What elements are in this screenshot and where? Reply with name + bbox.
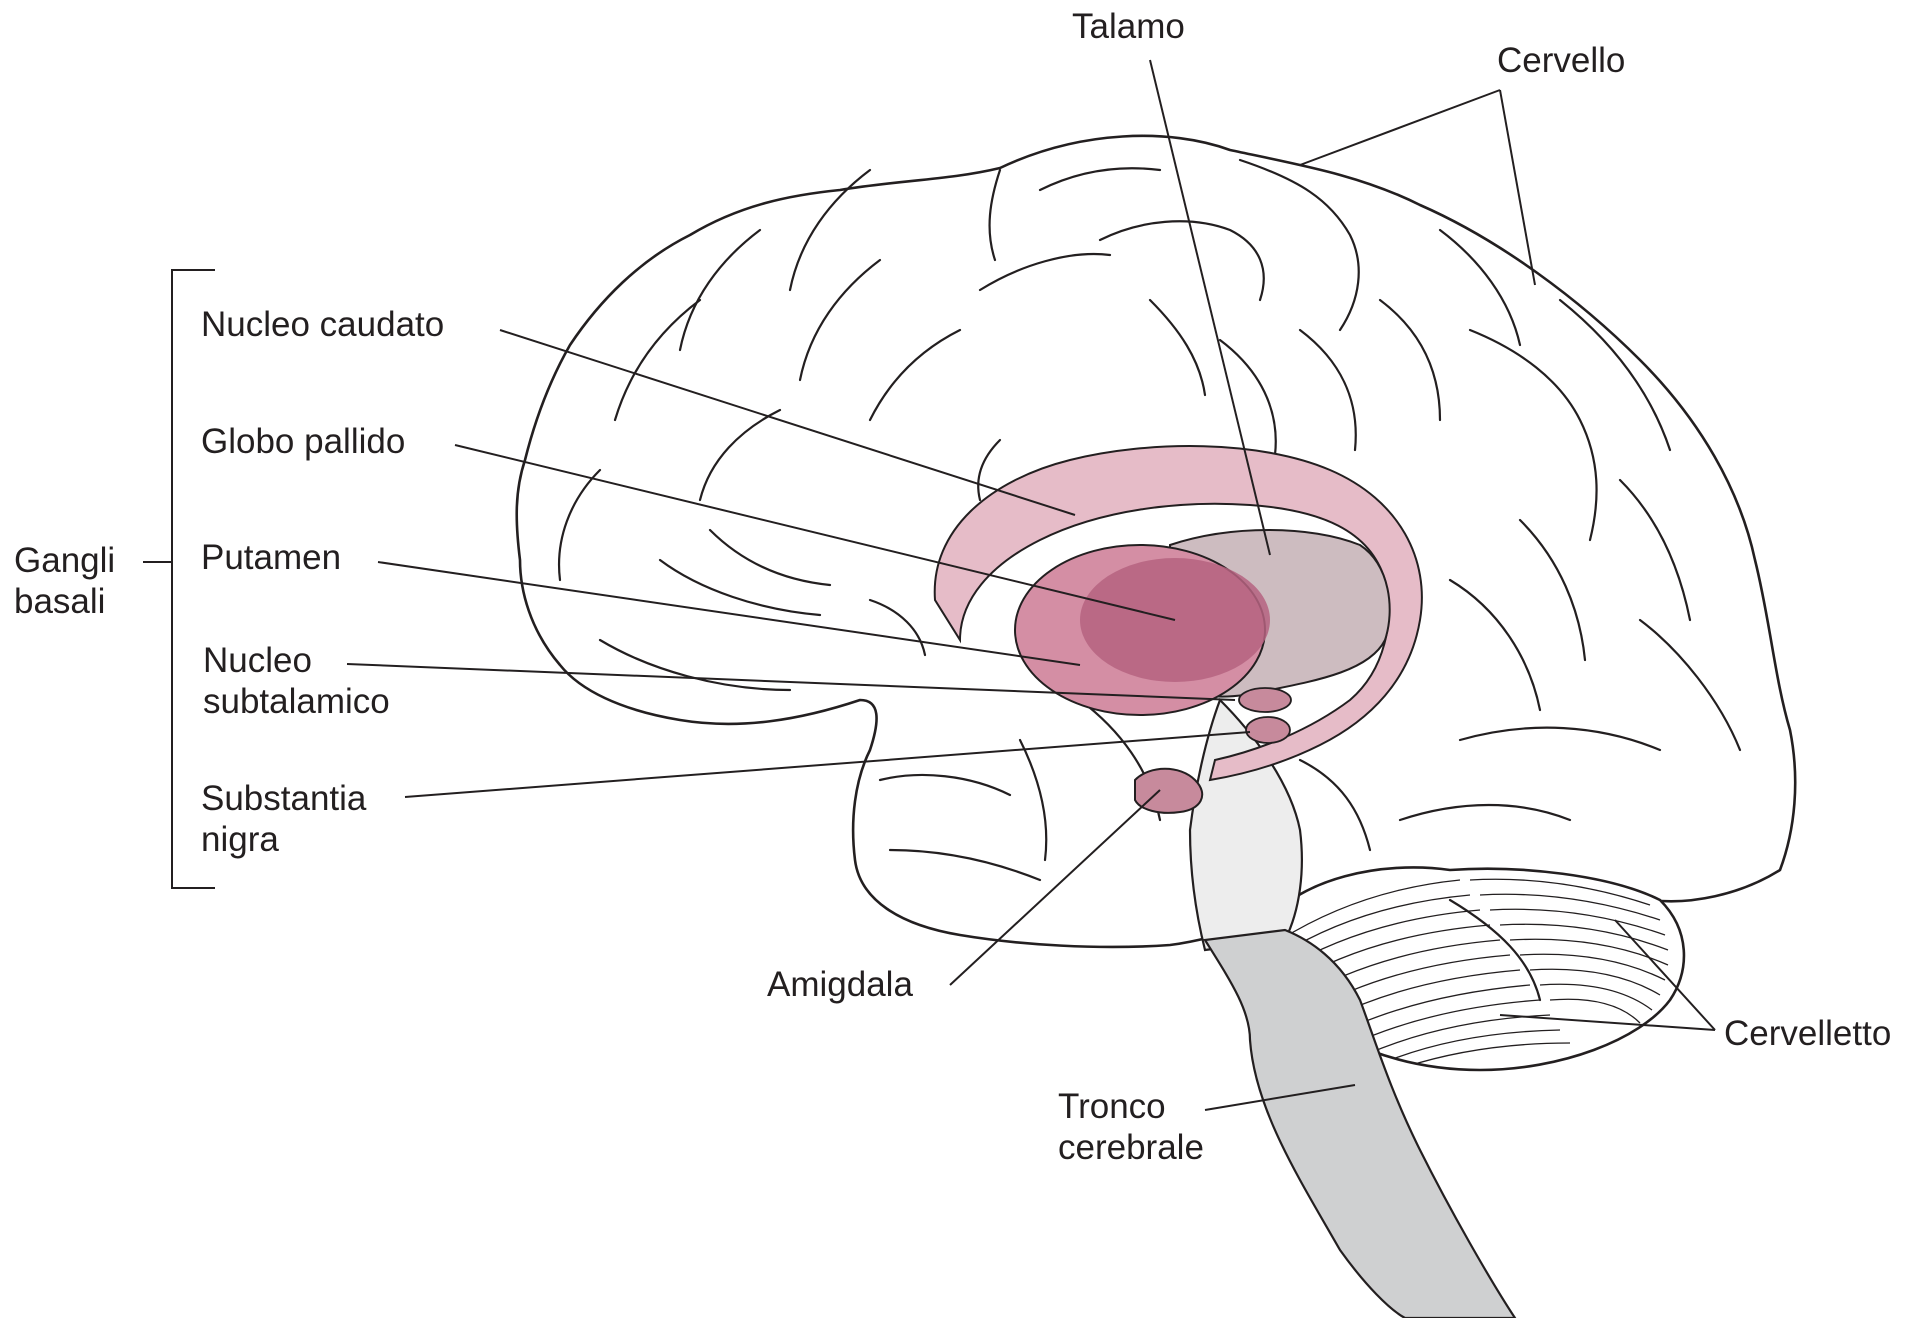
label-cervello: Cervello	[1497, 41, 1625, 80]
substantia-nigra	[1245, 716, 1291, 744]
label-amigdala: Amigdala	[767, 965, 913, 1004]
label-cervelletto: Cervelletto	[1724, 1014, 1891, 1053]
label-nucleo-subtalamico-2: subtalamico	[203, 682, 390, 721]
label-nucleo-subtalamico-1: Nucleo	[203, 641, 312, 680]
subthalamic-nucleus	[1238, 687, 1292, 713]
caudate-nucleus	[933, 445, 1423, 782]
cerebrum-outline	[515, 134, 1797, 949]
label-putamen: Putamen	[201, 538, 341, 577]
gangli-basali-bracket	[143, 269, 215, 889]
label-globo-pallido: Globo pallido	[201, 422, 405, 461]
labels: Talamo Cervello Nucleo caudato Globo pal…	[14, 7, 1891, 1167]
label-nucleo-caudato: Nucleo caudato	[201, 305, 444, 344]
label-gangli-basali-1: Gangli	[14, 541, 115, 580]
label-substantia-nigra-1: Substantia	[201, 779, 367, 818]
label-gangli-basali-2: basali	[14, 582, 105, 621]
amygdala	[1134, 767, 1204, 814]
leader-lines	[346, 59, 1716, 1111]
label-talamo: Talamo	[1072, 7, 1185, 46]
label-tronco-cerebrale-1: Tronco	[1058, 1087, 1166, 1126]
label-tronco-cerebrale-2: cerebrale	[1058, 1128, 1204, 1167]
cerebral-gyri	[558, 158, 1742, 882]
label-substantia-nigra-2: nigra	[201, 820, 279, 859]
